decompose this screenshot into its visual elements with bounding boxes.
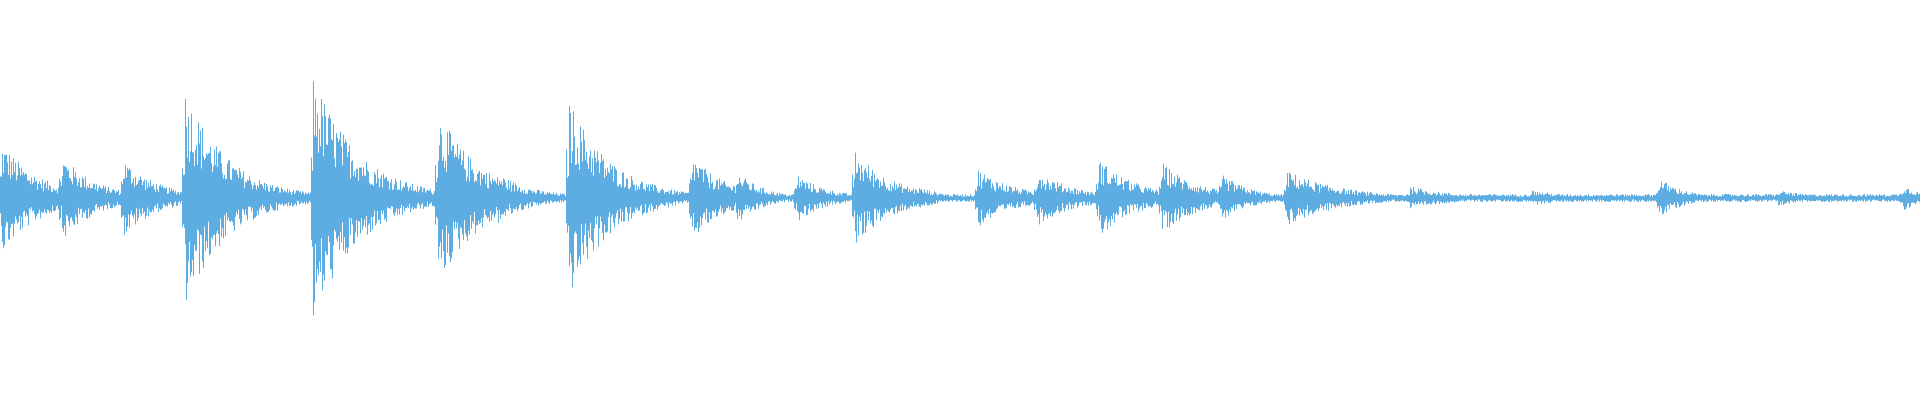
waveform-trace [0,81,1920,316]
